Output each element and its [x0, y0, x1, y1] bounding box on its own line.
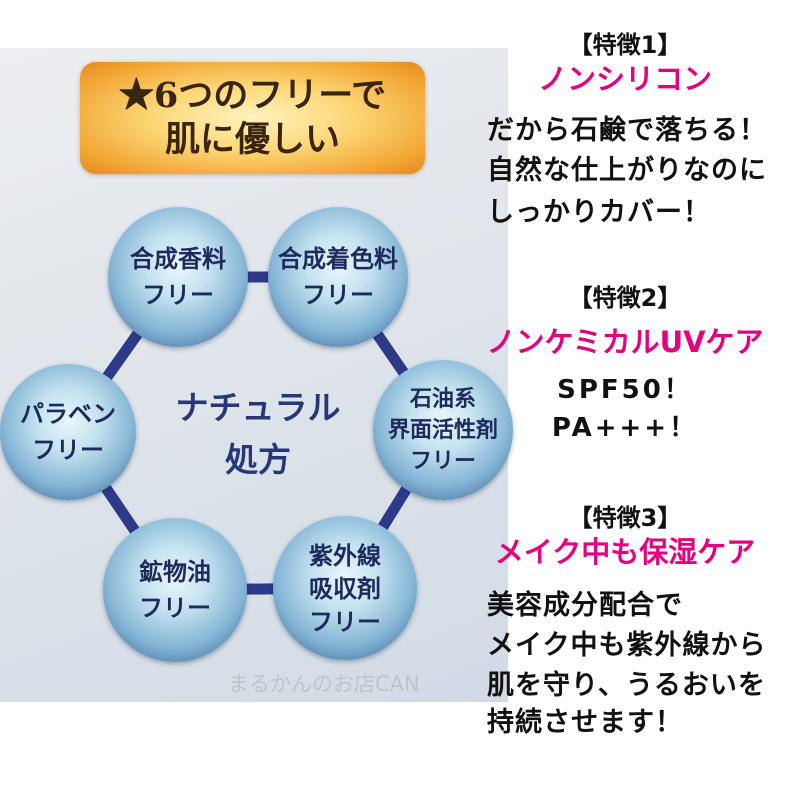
feature-3-line: 美容成分配合で — [487, 590, 683, 621]
node-label: 合成香料 — [130, 244, 226, 273]
node-paraben-free: パラベン フリー — [0, 364, 136, 500]
node-uv-absorber-free: 紫外線 吸収剤 フリー — [273, 516, 417, 660]
node-label: フリー — [302, 280, 374, 309]
feature-1-line: だから石鹸で落ちる！ — [487, 115, 767, 146]
node-label: 石油系 — [409, 385, 476, 412]
shop-watermark: まるかんのお店CAN — [228, 672, 420, 696]
node-label: フリー — [309, 606, 381, 636]
banner-line-2: 肌に優しい — [164, 119, 340, 160]
feature-2-line: SPF50！ — [557, 375, 693, 405]
center-line-2: 処方 — [225, 440, 291, 479]
node-label: フリー — [139, 593, 211, 622]
feature-3-title: メイク中も保湿ケア — [494, 535, 756, 569]
center-line-1: ナチュラル — [175, 388, 341, 427]
feature-2-line: PA+++！ — [551, 413, 699, 443]
feature-3-line: 肌を守り、うるおいを — [487, 670, 766, 701]
node-label: 鉱物油 — [139, 557, 211, 586]
node-label: 紫外線 — [309, 540, 381, 570]
feature-1-line: 自然な仕上がりなのに — [487, 155, 767, 186]
feature-3-line: 持続させます！ — [487, 707, 683, 738]
node-mineral-oil-free: 鉱物油 フリー — [103, 518, 247, 662]
node-label: 界面活性剤 — [387, 416, 498, 443]
banner-line-1: ★6つのフリーで — [118, 75, 387, 116]
node-synthetic-fragrance-free: 合成香料 フリー — [108, 207, 248, 347]
node-petroleum-surfactant-free: 石油系 界面活性剤 フリー — [373, 360, 513, 500]
node-label: フリー — [142, 280, 214, 309]
node-label: フリー — [409, 447, 476, 474]
feature-3-line: メイク中も紫外線から — [487, 630, 767, 661]
feature-2-heading: 【特徴2】 — [568, 284, 682, 312]
feature-1-title: ノンシリコン — [537, 62, 712, 96]
node-label: フリー — [32, 435, 104, 464]
node-label: 合成着色料 — [278, 244, 398, 273]
free-of-six-banner: ★6つのフリーで 肌に優しい — [80, 62, 425, 174]
feature-3-heading: 【特徴3】 — [568, 504, 682, 532]
natural-formula-label: ナチュラル 処方 — [158, 382, 358, 486]
node-synthetic-colorant-free: 合成着色料 フリー — [268, 207, 408, 347]
node-label: パラベン — [20, 399, 116, 428]
node-label: 吸収剤 — [309, 573, 381, 603]
feature-1-line: しっかりカバー！ — [487, 197, 711, 228]
feature-2-title: ノンケミカルUVケア — [486, 325, 764, 359]
feature-1-heading: 【特徴1】 — [568, 31, 682, 59]
